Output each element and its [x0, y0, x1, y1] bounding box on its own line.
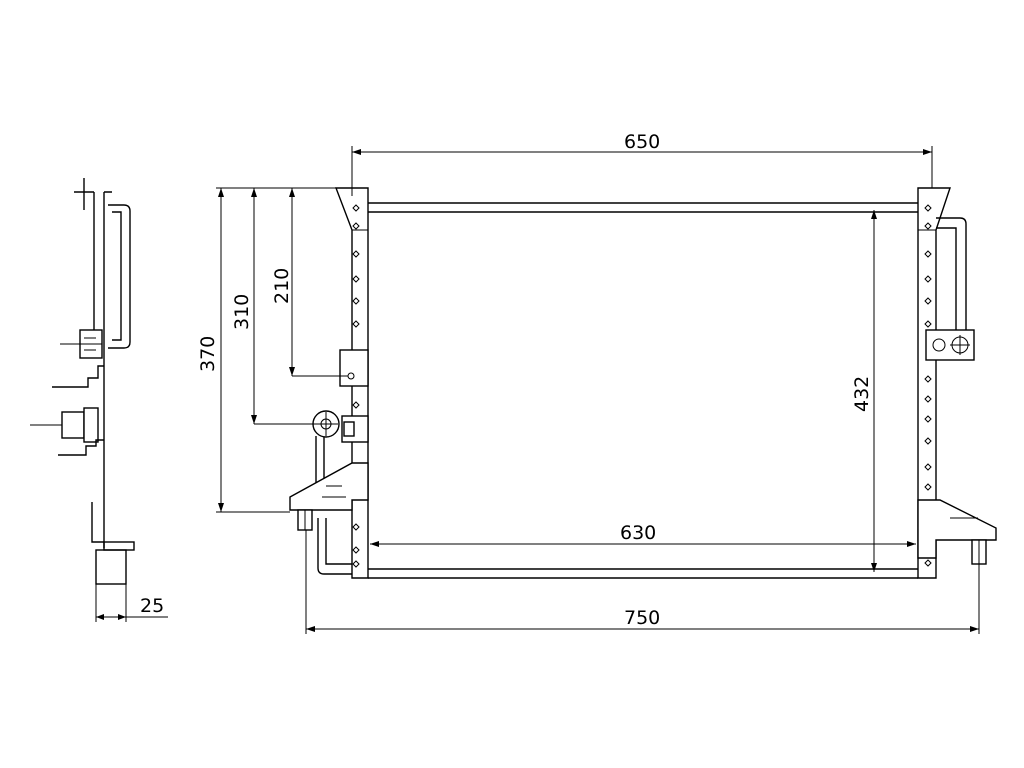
- dimension-side-depth: 25: [95, 584, 168, 622]
- dimension-top-width: 650: [351, 131, 933, 188]
- height-370-label: 370: [197, 336, 219, 372]
- side-depth-label: 25: [140, 595, 164, 617]
- dimension-overall-width: 750: [305, 530, 980, 634]
- dimension-core-height: 432: [851, 210, 877, 572]
- top-width-label: 650: [624, 131, 660, 153]
- core-height-label: 432: [851, 376, 873, 412]
- dimension-height-210: 210: [271, 188, 348, 377]
- height-310-label: 310: [231, 294, 253, 330]
- dimension-inner-width: 630: [370, 522, 916, 547]
- condenser-front-view: [289, 187, 997, 579]
- dimension-height-310: 310: [231, 188, 314, 425]
- inner-width-label: 630: [620, 522, 656, 544]
- dimension-height-370: 370: [197, 187, 336, 513]
- side-view: [30, 178, 135, 585]
- height-210-label: 210: [271, 268, 293, 304]
- overall-width-label: 750: [624, 607, 660, 629]
